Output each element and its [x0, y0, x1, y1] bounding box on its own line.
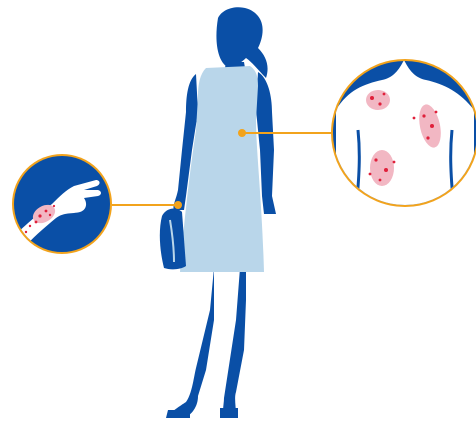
- back-callout: [331, 59, 476, 210]
- woman-figure: [160, 7, 276, 418]
- hand-callout: [10, 154, 112, 254]
- right-leg: [218, 268, 246, 416]
- left-shoe: [166, 410, 190, 418]
- back-connector-dot: [238, 129, 246, 137]
- right-shoe: [220, 408, 238, 418]
- left-leg: [170, 268, 214, 416]
- hand-connector-dot: [174, 201, 182, 209]
